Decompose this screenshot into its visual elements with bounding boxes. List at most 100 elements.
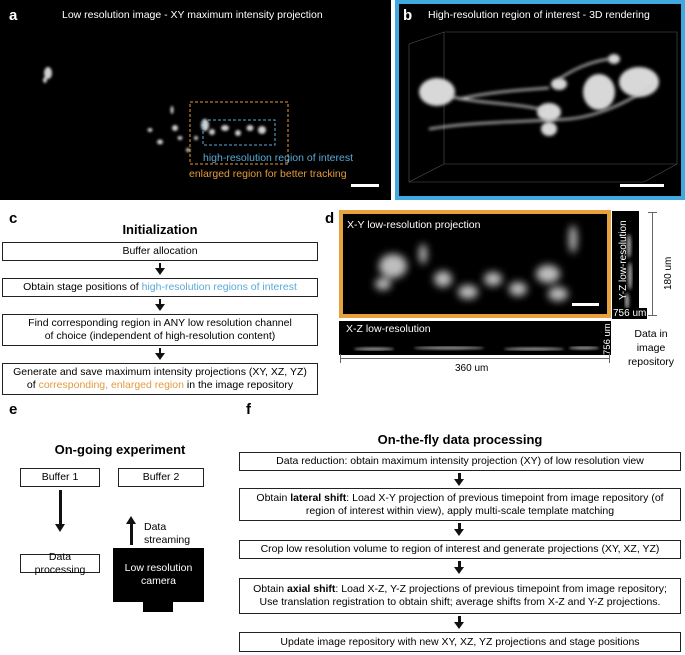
arrow-c1-head (155, 268, 165, 275)
low-resolution-camera: Low resolution camera (113, 548, 204, 602)
panel-c-letter: c (9, 210, 18, 227)
arrow-f2 (458, 523, 461, 529)
axial-pre: Obtain (253, 583, 287, 595)
arrow-f4-head (454, 622, 464, 629)
arrow-f2-head (454, 529, 464, 536)
initialization-title: Initialization (122, 222, 198, 237)
xy-scale-bar (572, 303, 599, 306)
step-stage-positions: Obtain stage positions of high-resolutio… (2, 278, 318, 297)
arrow-buffer1-down (59, 490, 62, 525)
step-buffer-allocation: Buffer allocation (2, 242, 318, 261)
data-streaming-label: Data streaming (144, 521, 190, 547)
yz-projection-signal (625, 234, 632, 309)
panel-a-scale-bar (351, 184, 379, 187)
step-buffer-allocation-text: Buffer allocation (122, 245, 198, 257)
arrow-f1 (458, 473, 461, 479)
arrow-streaming-up-head (126, 516, 136, 524)
xy-projection-label: X-Y low-resolution projection (347, 219, 481, 231)
panel-a-image (0, 0, 391, 200)
lateral-pre: Obtain (256, 491, 291, 504)
streaming-line1: Data (144, 521, 167, 533)
repo-line1: Data in (634, 328, 668, 340)
step-find-region-line1: Find corresponding region in ANY low res… (28, 317, 292, 329)
step-generate-line2-pre: of (26, 379, 39, 391)
step-find-region: Find corresponding region in ANY low res… (2, 314, 318, 346)
axial-post: : Load X-Z, Y-Z projections of previous … (335, 583, 667, 595)
step-find-region-line2: of choice (independent of high-resolutio… (44, 330, 276, 342)
dim-180-bracket (652, 212, 653, 316)
arrow-f1-head (454, 479, 464, 486)
step-data-reduction: Data reduction: obtain maximum intensity… (239, 452, 681, 471)
arrow-c2-head (155, 304, 165, 311)
arrow-f4 (458, 616, 461, 622)
camera-line2: camera (140, 575, 176, 587)
camera-line1: Low resolution (124, 562, 193, 574)
data-processing-box: Data processing (20, 551, 100, 576)
on-the-fly-title: On-the-fly data processing (377, 432, 543, 447)
arrow-c1 (159, 263, 161, 268)
arrow-c3 (159, 348, 161, 353)
panel-b-letter: b (403, 7, 413, 24)
dim-180: 180 um (663, 256, 674, 290)
panel-f-letter: f (246, 401, 251, 418)
step-crop: Crop low resolution volume to region of … (239, 540, 681, 559)
yz-projection-label: Y-Z low-resolution (618, 220, 629, 300)
xz-projection-signal (354, 346, 599, 351)
step-lateral-shift: Obtain lateral shift: Load X-Y projectio… (239, 488, 681, 521)
xz-projection-label: X-Z low-resolution (346, 323, 431, 335)
panel-a-cells (43, 67, 289, 165)
arrow-c2 (159, 299, 161, 304)
step-axial-shift: Obtain axial shift: Load X-Z, Y-Z projec… (239, 578, 681, 614)
lateral-post: : Load X-Y projection of previous timepo… (346, 491, 664, 504)
step-update-text: Update image repository with new XY, XZ,… (280, 635, 640, 648)
repo-line3: repository (627, 356, 675, 368)
dim-756-xz: 756 um (602, 323, 613, 355)
buffer-2-label: Buffer 2 (142, 471, 180, 483)
buffer-1: Buffer 1 (20, 468, 100, 487)
data-processing-label: Data processing (34, 550, 86, 576)
buffer-1-label: Buffer 1 (41, 471, 79, 483)
buffer-2: Buffer 2 (118, 468, 204, 487)
panel-b-image (395, 0, 685, 200)
dim-360-cap-right (609, 354, 610, 363)
step-generate-line2-highlight: corresponding, enlarged region (38, 379, 184, 391)
step-generate-projections: Generate and save maximum intensity proj… (2, 363, 318, 395)
arrow-buffer1-down-head (55, 524, 65, 532)
axial-line2: Use translation registration to obtain s… (259, 596, 661, 608)
data-repository-label: Data in image repository (618, 327, 684, 369)
lateral-bold: lateral shift (290, 491, 347, 504)
step-update-repository: Update image repository with new XY, XZ,… (239, 632, 681, 652)
dim-360: 360 um (455, 363, 489, 374)
step-generate-line1: Generate and save maximum intensity proj… (13, 366, 307, 378)
axial-bold: axial shift (286, 583, 336, 595)
yz-projection-image (612, 211, 639, 317)
ongoing-experiment-title: On-going experiment (54, 442, 186, 457)
dim-360-cap-left (340, 354, 341, 363)
step-generate-line2-post: in the image repository (183, 379, 294, 391)
dim-180-cap-top (648, 212, 657, 213)
dim-180-cap-bottom (648, 315, 657, 316)
panel-d-letter: d (325, 210, 335, 227)
xy-projection-cells (375, 225, 577, 301)
arrow-streaming-up (130, 523, 133, 545)
lateral-line2: region of interest within view), apply m… (305, 504, 615, 517)
panel-b-title: High-resolution region of interest - 3D … (428, 9, 650, 21)
step-data-reduction-text: Data reduction: obtain maximum intensity… (276, 455, 644, 467)
panel-e-letter: e (9, 401, 18, 418)
streaming-line2: streaming (144, 534, 191, 546)
panel-b-scale-bar (620, 184, 664, 187)
roi-label: high-resolution region of interest (203, 152, 354, 164)
step-stage-positions-highlight: high-resolution regions of interest (141, 281, 297, 293)
step-crop-text: Crop low resolution volume to region of … (260, 543, 660, 555)
arrow-f3-head (454, 567, 464, 574)
camera-lens (143, 602, 173, 612)
dim-360-bracket (340, 358, 610, 359)
enlarged-region-label: enlarged region for better tracking (189, 168, 347, 180)
arrow-f3 (458, 561, 461, 567)
panel-a-title: Low resolution image - XY maximum intens… (62, 9, 323, 21)
xy-projection-image (339, 210, 611, 318)
step-stage-positions-text: Obtain stage positions of (23, 281, 142, 293)
xz-projection-image (339, 321, 611, 355)
dim-756-yz: 756 um (612, 308, 648, 319)
panel-b-rendering (408, 31, 678, 183)
